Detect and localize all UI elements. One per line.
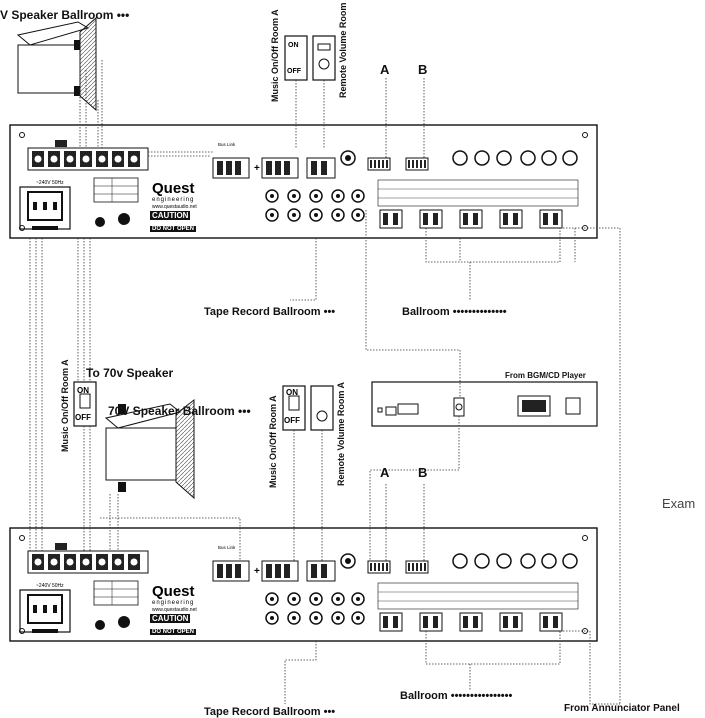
svg-text:Bus Link: Bus Link: [218, 142, 236, 147]
rca-sockets-bottom: [265, 592, 365, 625]
label-exam: Exam: [662, 496, 696, 511]
label-remote-vol-mid: Remote Volume Room A: [336, 381, 346, 486]
label-b-top: B: [418, 62, 428, 77]
switch-left-off: OFF: [75, 413, 91, 422]
power-inlet-bottom: [19, 589, 71, 633]
brand-sub-top: engineering: [152, 197, 195, 203]
label-music-onoff-mid: Music On/Off Room A: [268, 395, 278, 488]
input-block-bottom: [367, 553, 579, 632]
caution-bottom: CAUTION: [150, 614, 191, 623]
label-speaker-mid: 70V Speaker Ballroom •••: [108, 404, 251, 418]
switch-left-on: ON: [77, 386, 89, 395]
speaker-top: [16, 16, 97, 112]
label-a-top: A: [380, 62, 390, 77]
label-music-onoff-left: Music On/Off Room A: [60, 359, 70, 452]
label-b-bottom: B: [418, 465, 428, 480]
label-from-bgm: From BGM/CD Player: [505, 371, 586, 380]
label-music-onoff-top: Music On/Off Room A: [270, 9, 280, 102]
label-ballroom-top: Ballroom ••••••••••••••: [402, 306, 507, 318]
rca-sockets-top: [265, 189, 365, 222]
brand-sub-bottom: engineering: [152, 600, 195, 606]
switch-mid-off: OFF: [284, 416, 300, 425]
switch-top-box: [284, 35, 336, 81]
switch-mid-on: ON: [286, 388, 298, 397]
label-remote-vol-top: Remote Volume Room A: [338, 0, 348, 98]
speaker-middle: [104, 398, 195, 500]
label-from-annunciator: From Annunciator Panel: [564, 703, 680, 714]
label-to-70v: To 70v Speaker: [86, 366, 174, 380]
bus-link-top: Bus Link +: [212, 142, 356, 179]
label-tape-record-bottom: Tape Record Ballroom •••: [204, 706, 336, 718]
speaker-terminals-top: [27, 140, 149, 171]
brand-top: Quest: [152, 180, 195, 197]
label-ballroom-bottom: Ballroom ••••••••••••••••: [400, 690, 513, 702]
speaker-terminals-bottom: [27, 543, 149, 574]
voltage-table-bottom: [93, 580, 139, 630]
do-not-open-bottom: DO NOT OPEN: [150, 629, 197, 635]
web-bottom: www.questaudio.net: [152, 607, 197, 613]
mains-bottom: ~240V 50Hz: [36, 583, 64, 589]
switch-top-off: OFF: [287, 68, 301, 75]
input-block-top: [367, 150, 579, 229]
voltage-table-top: [93, 177, 139, 227]
svg-text:+: +: [254, 163, 260, 174]
web-top: www.questaudio.net: [152, 204, 197, 210]
mains-top: ~240V 50Hz: [36, 180, 64, 186]
switch-top-on: ON: [288, 42, 299, 49]
label-tape-record-top: Tape Record Ballroom •••: [204, 306, 336, 318]
switch-left-box: [73, 381, 97, 427]
svg-text:+: +: [254, 566, 260, 577]
brand-bottom: Quest: [152, 583, 195, 600]
do-not-open-top: DO NOT OPEN: [150, 226, 197, 232]
label-a-bottom: A: [380, 465, 390, 480]
dotted-wires: [29, 55, 621, 705]
label-speaker-top: V Speaker Ballroom •••: [0, 8, 130, 22]
bgm-player: [371, 381, 598, 427]
power-inlet-top: [19, 186, 71, 230]
caution-top: CAUTION: [150, 211, 191, 220]
bus-link-bottom: Bus Link +: [212, 545, 356, 582]
svg-text:Bus Link: Bus Link: [218, 545, 236, 550]
